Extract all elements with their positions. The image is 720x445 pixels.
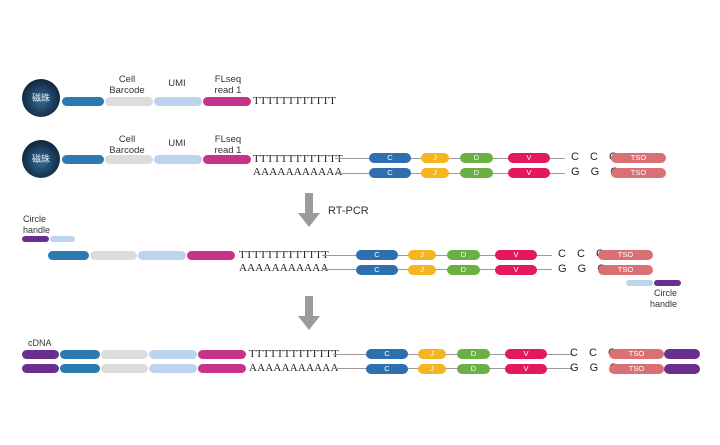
- gene-c-segment: C: [356, 265, 398, 275]
- transcript-line-bottom: [335, 173, 565, 174]
- gene-v-segment: V: [508, 153, 550, 163]
- down-arrow-icon: [298, 193, 320, 227]
- tso-segment: TSO: [611, 168, 666, 178]
- tso-segment: TSO: [598, 250, 653, 260]
- bead-linker-segment: [62, 155, 104, 164]
- cell-barcode-segment: [90, 251, 137, 260]
- cdna-label: cDNA: [28, 338, 52, 348]
- gene-c-segment: C: [369, 153, 411, 163]
- gene-c-segment: C: [366, 349, 408, 359]
- magnetic-bead: 磁珠: [22, 140, 60, 178]
- flseq-label: FLseq read 1: [214, 74, 242, 96]
- gene-v-segment: V: [505, 364, 547, 374]
- gene-j-segment: J: [421, 168, 449, 178]
- transcript-line-bottom: [322, 269, 552, 270]
- handle-segment: [664, 364, 700, 374]
- polyt-sequence: TTTTTTTTTTTTT: [253, 153, 343, 165]
- gene-j-segment: J: [418, 364, 446, 374]
- gene-d-segment: D: [457, 364, 490, 374]
- transcript-line-top: [333, 354, 573, 355]
- gene-c-segment: C: [369, 168, 411, 178]
- circle-handle-segment: [654, 280, 681, 286]
- flseq-segment: [187, 251, 235, 260]
- linker-segment: [48, 251, 89, 260]
- umi-segment: [154, 155, 202, 164]
- polya-sequence: AAAAAAAAAAA: [239, 262, 329, 274]
- gene-d-segment: D: [460, 153, 493, 163]
- transcript-line-bottom: [333, 368, 573, 369]
- cell-barcode-segment: [105, 97, 153, 106]
- gene-v-segment: V: [508, 168, 550, 178]
- tso-segment: TSO: [609, 364, 664, 374]
- bead-linker-segment: [62, 97, 104, 106]
- umi-segment: [149, 364, 197, 373]
- circle-handle-umi-segment: [626, 280, 653, 286]
- umi-segment: [138, 251, 186, 260]
- linker-segment: [60, 350, 100, 359]
- ccc-sequence: C C C: [570, 347, 620, 359]
- handle-segment: [664, 349, 700, 359]
- ccc-sequence: C C C: [558, 248, 608, 260]
- gene-c-segment: C: [356, 250, 398, 260]
- linker-segment: [60, 364, 100, 373]
- gene-v-segment: V: [495, 265, 537, 275]
- flseq-segment: [203, 155, 251, 164]
- polya-sequence: AAAAAAAAAAA: [249, 362, 339, 374]
- gene-d-segment: D: [460, 168, 493, 178]
- gene-j-segment: J: [408, 265, 436, 275]
- circle-handle-segment: [22, 236, 49, 242]
- transcript-line-top: [335, 158, 565, 159]
- umi-segment: [154, 97, 202, 106]
- handle-segment: [22, 350, 59, 359]
- cell-barcode-segment: [105, 155, 153, 164]
- umi-label: UMI: [168, 138, 186, 149]
- gene-v-segment: V: [505, 349, 547, 359]
- gene-c-segment: C: [366, 364, 408, 374]
- tso-segment: TSO: [598, 265, 653, 275]
- cell-barcode-label: Cell Barcode: [109, 74, 145, 96]
- handle-segment: [22, 364, 59, 373]
- gene-d-segment: D: [457, 349, 490, 359]
- down-arrow-icon: [298, 296, 320, 330]
- gene-j-segment: J: [408, 250, 436, 260]
- gene-d-segment: D: [447, 250, 480, 260]
- flseq-label: FLseq read 1: [214, 134, 242, 156]
- cell-barcode-segment: [101, 350, 148, 359]
- ggg-sequence: G G G: [570, 362, 622, 374]
- circle-handle-label: Circle handle: [650, 288, 678, 309]
- gene-v-segment: V: [495, 250, 537, 260]
- flseq-segment: [198, 364, 246, 373]
- polyt-sequence: TTTTTTTTTTTT: [253, 95, 337, 107]
- bead-label: 磁珠: [31, 93, 50, 103]
- gene-j-segment: J: [421, 153, 449, 163]
- flseq-segment: [198, 350, 246, 359]
- bead-label: 磁珠: [31, 154, 50, 164]
- cell-barcode-label: Cell Barcode: [109, 134, 145, 156]
- polya-sequence: AAAAAAAAAAA: [253, 166, 343, 178]
- polyt-sequence: TTTTTTTTTTTTT: [239, 249, 329, 261]
- cell-barcode-segment: [101, 364, 148, 373]
- ccc-sequence: C C C: [571, 151, 621, 163]
- rt-pcr-label: RT-PCR: [328, 205, 369, 217]
- circle-handle-umi-segment: [50, 236, 75, 242]
- polyt-sequence: TTTTTTTTTTTTT: [249, 348, 339, 360]
- tso-segment: TSO: [609, 349, 664, 359]
- ggg-sequence: G G G: [558, 263, 610, 275]
- umi-segment: [149, 350, 197, 359]
- gene-d-segment: D: [447, 265, 480, 275]
- transcript-line-top: [322, 255, 552, 256]
- circle-handle-label: Circle handle: [23, 214, 51, 235]
- ggg-sequence: G G G: [571, 166, 623, 178]
- umi-label: UMI: [168, 78, 186, 89]
- tso-segment: TSO: [611, 153, 666, 163]
- magnetic-bead: 磁珠: [22, 79, 60, 117]
- flseq-segment: [203, 97, 251, 106]
- gene-j-segment: J: [418, 349, 446, 359]
